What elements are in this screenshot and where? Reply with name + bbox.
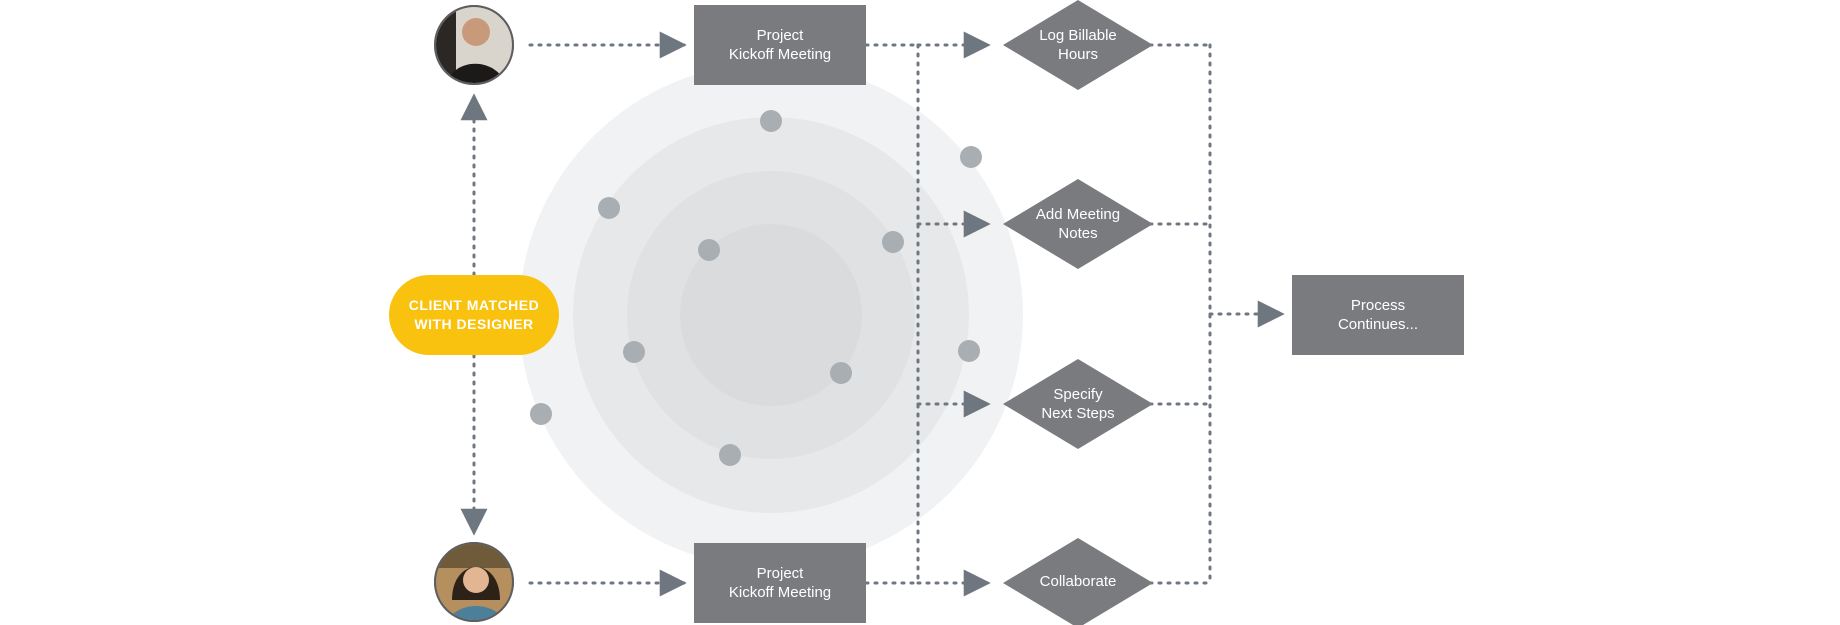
orbit-dot: [830, 362, 852, 384]
orbit-dot: [960, 146, 982, 168]
orbit-dots: [530, 110, 982, 466]
orbit-dot: [719, 444, 741, 466]
diamond-meeting-notes: [1003, 179, 1153, 269]
orbit-dot: [958, 340, 980, 362]
diamond-next-steps: [1003, 359, 1153, 449]
connectors: [460, 31, 1285, 597]
orbit-dot: [760, 110, 782, 132]
background-rings: [519, 63, 1023, 567]
diamond-collaborate: [1003, 538, 1153, 625]
orbit-dot: [623, 341, 645, 363]
avatar-client: [434, 542, 514, 622]
process-continues-box: [1292, 275, 1464, 355]
start-label: CLIENT MATCHED WITH DESIGNER: [408, 297, 540, 332]
orbit-dot: [882, 231, 904, 253]
diamond-log-hours: [1003, 0, 1153, 90]
ring-core: [680, 224, 862, 406]
orbit-dot: [698, 239, 720, 261]
kickoff-box-top: [694, 5, 866, 85]
start-pill: [389, 275, 559, 355]
kickoff-box-bottom: [694, 543, 866, 623]
avatar-designer: [434, 5, 514, 85]
orbit-dot: [530, 403, 552, 425]
orbit-dot: [598, 197, 620, 219]
